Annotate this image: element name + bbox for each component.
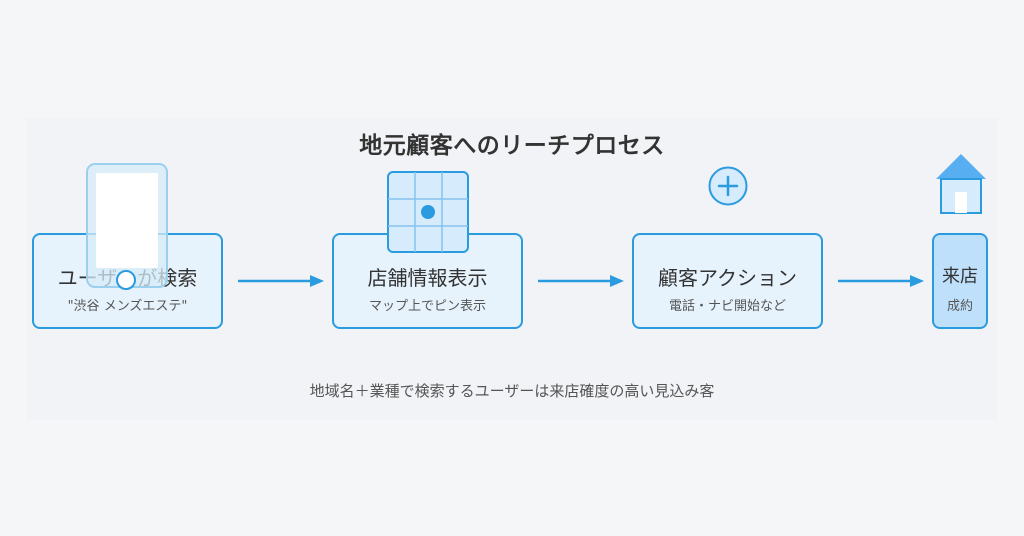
step-node-visit: 来店 成約 [932,233,988,329]
house-icon [936,154,986,214]
diagram-caption: 地域名＋業種で検索するユーザーは来店確度の高い見込み客 [309,382,715,400]
step-label: 来店 [942,266,978,287]
plus-circle-icon [708,166,748,206]
flow-arrow [538,275,624,287]
phone-home-button [116,270,136,290]
phone-screen [96,173,158,268]
step-label: 店舗情報表示 [367,266,488,290]
step-sublabel: マップ上でピン表示 [368,299,486,314]
map-pin-icon [387,171,469,253]
flow-arrow [238,275,324,287]
flow-arrow [838,275,924,287]
step-label: 顧客アクション [658,266,797,290]
step-sublabel: "渋谷 メンズエステ" [67,299,188,314]
diagram-title: 地元顧客へのリーチプロセス [359,133,665,159]
smartphone-icon [86,163,168,288]
step-sublabel: 電話・ナビ開始など [668,299,786,314]
step-sublabel: 成約 [946,299,973,314]
step-node-action: 顧客アクション 電話・ナビ開始など [632,233,823,329]
